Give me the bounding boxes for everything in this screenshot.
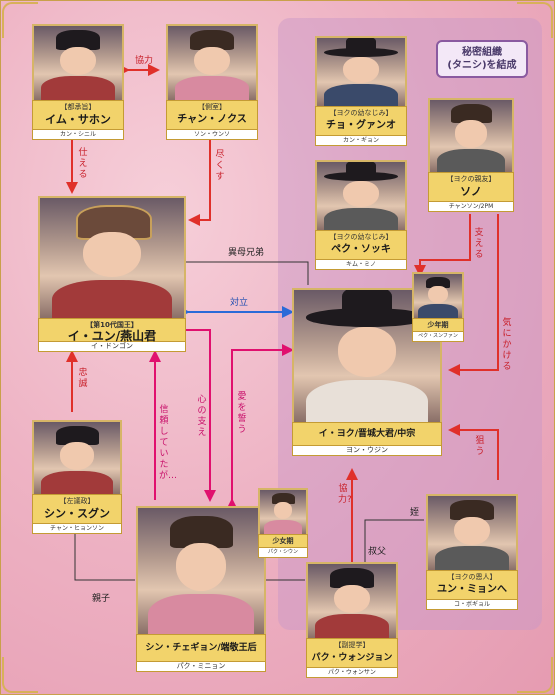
rel-shufu: 叔父	[368, 547, 387, 557]
rel-chugi: 忠誠	[78, 368, 88, 389]
character-shin-sugeun[interactable]: 【左議政】 シン・スグン チャン・ヒョンソン	[32, 420, 122, 534]
role-label: 少女期	[272, 537, 294, 545]
role-label: 【左議政】	[59, 497, 95, 505]
actor-name: ペク・スンファン	[412, 332, 464, 342]
character-seono[interactable]: 【ヨクの親友】 ソノ チャンソン/2PM	[428, 98, 514, 212]
actor-name: チャン・ヒョンソン	[32, 524, 122, 534]
character-name: シン・スグン	[44, 507, 110, 520]
role-label: 【ヨクの恩人】	[447, 573, 497, 581]
actor-name: カン・ギョン	[315, 136, 407, 146]
role-label: 【都承旨】	[60, 103, 96, 111]
rel-tsukusu: 尽くす	[215, 150, 225, 182]
actor-name: カン・シニル	[32, 130, 124, 140]
rel-kyoryoku-q: 協力?	[338, 484, 352, 505]
rel-oyako: 親子	[92, 594, 111, 604]
line-ki-ni-kakeru	[448, 214, 499, 376]
portrait-photo	[428, 98, 514, 174]
actor-name: コ・ボギョル	[426, 600, 518, 610]
actor-name: パク・ミニョン	[136, 662, 266, 672]
character-young-yeok[interactable]: 少年期 ペク・スンファン	[412, 272, 464, 342]
frame-corner-ornament	[2, 657, 38, 693]
portrait-photo	[38, 196, 186, 320]
character-name: パク・ウォンジョン	[311, 653, 393, 663]
character-name: シン・チェギョン/端敬王后	[145, 643, 257, 653]
character-park-wonjong[interactable]: 【副提学】 パク・ウォンジョン パク・ウォンサン	[306, 562, 398, 678]
portrait-photo	[32, 24, 124, 102]
rel-ki-ni-kakeru: 気にかける	[502, 318, 512, 372]
portrait-photo	[136, 506, 266, 636]
character-name: チャン・ノクス	[177, 114, 247, 125]
role-label: 【第10代国王】	[86, 321, 138, 329]
actor-name: ヨン・ウジン	[292, 446, 442, 456]
actor-name: イ・ドンゴン	[38, 342, 186, 352]
frame-corner-ornament	[517, 657, 553, 693]
portrait-photo	[166, 24, 258, 102]
character-lee-yeok[interactable]: イ・ヨク/晋城大君/中宗 ヨン・ウジン	[292, 288, 442, 460]
line-oyako	[74, 528, 135, 581]
character-name: イ・ヨク/晋城大君/中宗	[318, 429, 416, 439]
line-ibo-kyodai	[185, 261, 309, 285]
character-baek-sukki[interactable]: 【ヨクの幼なじみ】 ペク・ソッキ キム・ミノ	[315, 160, 407, 270]
character-name: ユン・ミョンへ	[437, 584, 507, 595]
frame-corner-ornament	[517, 2, 553, 38]
character-jo-gwangoh[interactable]: 【ヨクの幼なじみ】 チョ・グァンオ カン・ギョン	[315, 36, 407, 146]
portrait-photo	[306, 562, 398, 640]
character-yun-myeonghye[interactable]: 【ヨクの恩人】 ユン・ミョンへ コ・ボギョル	[426, 494, 518, 610]
rel-tsukaeru: 仕える	[78, 148, 88, 180]
rel-kokoro-no-sasae: 心の支え	[197, 395, 207, 438]
portrait-photo	[412, 272, 464, 320]
portrait-photo	[315, 160, 407, 232]
rel-nerau: 狙う	[475, 436, 485, 457]
role-label: 【側室】	[198, 103, 226, 111]
role-label: 【ヨクの幼なじみ】	[329, 109, 393, 117]
portrait-photo	[32, 420, 122, 496]
character-name: ソノ	[460, 185, 482, 198]
character-jang-noksu[interactable]: 【側室】 チャン・ノクス ソン・ウンソ	[166, 24, 258, 140]
line-tsukusu	[188, 140, 211, 226]
actor-name: ソン・ウンソ	[166, 130, 258, 140]
actor-name: パク・シウン	[258, 548, 308, 558]
actor-name: パク・ウォンサン	[306, 668, 398, 678]
rel-shinrai: 信頼していたが…	[159, 405, 178, 481]
portrait-photo	[258, 488, 308, 536]
rel-ibo-kyodai: 異母兄弟	[228, 248, 265, 258]
character-im-sahong[interactable]: 【都承旨】 イム・サホン カン・シニル	[32, 24, 124, 140]
character-name: ペク・ソッキ	[331, 244, 391, 255]
character-shin-chaegyeong[interactable]: シン・チェギョン/端敬王后 パク・ミニョン	[136, 506, 266, 674]
actor-name: キム・ミノ	[315, 260, 407, 270]
rel-sasaeru: 支える	[474, 228, 484, 260]
portrait-photo	[315, 36, 407, 108]
role-label: 【副提学】	[334, 641, 370, 649]
line-ai-wo-chikau	[226, 344, 294, 510]
character-young-chaegyeong[interactable]: 少女期 パク・シウン	[258, 488, 308, 558]
line-mei	[364, 519, 424, 562]
rel-ai-wo-chikau: 愛を誓う	[237, 392, 247, 435]
role-label: 【ヨクの親友】	[446, 175, 496, 183]
secret-organization-label: 秘密組織 (タニシ)を結成	[436, 40, 528, 78]
role-label: 【ヨクの幼なじみ】	[329, 233, 393, 241]
role-label: 少年期	[427, 321, 449, 329]
line-kokoro-no-sasae	[185, 329, 216, 502]
actor-name: チャンソン/2PM	[428, 202, 514, 212]
rel-kyoryoku: 協力	[135, 56, 154, 66]
frame-corner-ornament	[2, 2, 38, 38]
rel-mei: 姪	[410, 508, 420, 518]
rel-tairitsu: 対立	[230, 298, 249, 308]
character-name: チョ・グァンオ	[326, 120, 396, 131]
line-sasaeru	[414, 214, 471, 277]
character-name: イ・ユン/燕山君	[67, 329, 157, 343]
character-name: イム・サホン	[45, 113, 111, 126]
portrait-photo	[426, 494, 518, 572]
character-lee-yun[interactable]: 【第10代国王】 イ・ユン/燕山君 イ・ドンゴン	[38, 196, 186, 352]
line-nerau	[448, 424, 499, 480]
portrait-photo	[292, 288, 442, 424]
